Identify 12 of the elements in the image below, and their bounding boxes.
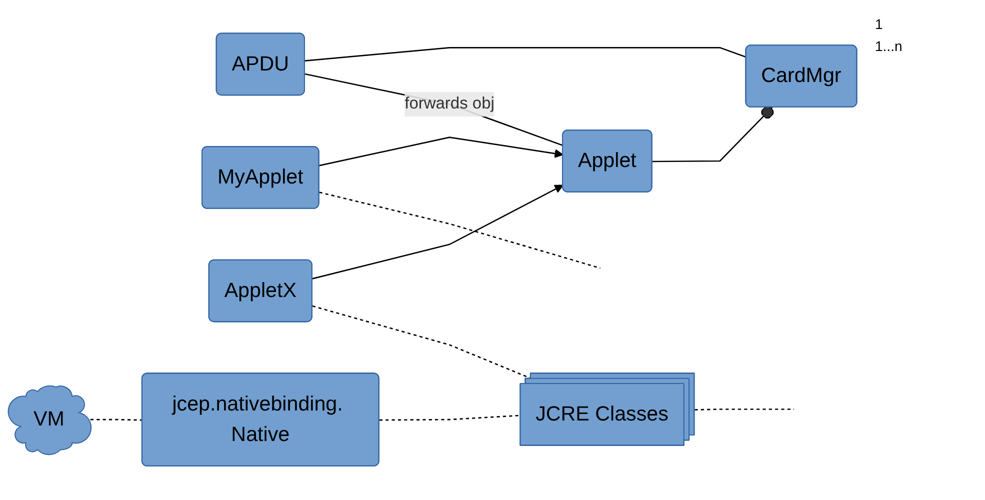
connector <box>652 106 774 163</box>
connector <box>694 409 794 411</box>
multiplicity-label: 1 <box>875 16 884 32</box>
arrow <box>312 185 564 280</box>
connector <box>304 47 746 62</box>
arrow <box>319 137 564 167</box>
edge-label: forwards obj <box>404 95 494 113</box>
multiplicity-label: 1...n <box>875 38 904 54</box>
connector <box>379 415 521 422</box>
connector <box>304 74 564 146</box>
connector <box>319 192 600 270</box>
connector <box>90 419 142 422</box>
